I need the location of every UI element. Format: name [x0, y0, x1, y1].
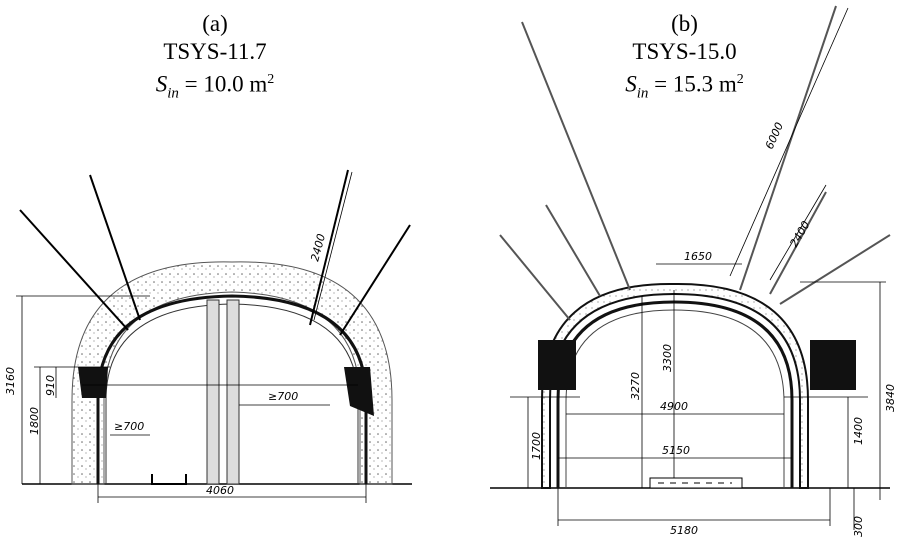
- bolt-right-1: [309, 169, 349, 326]
- panel-a: (a) TSYS-11.7 Sin = 10.0 m2 2400: [0, 0, 430, 540]
- steel-arch: [556, 300, 794, 488]
- dim-h-center: 3300: [661, 344, 674, 372]
- dim-short-bolt: 2400: [787, 219, 812, 250]
- block-left: [78, 367, 108, 398]
- panel-b-area: Sin = 15.3 m2: [625, 71, 744, 102]
- panel-b: (b) TSYS-15.0 Sin = 15.3 m2 6000 2400 16…: [470, 0, 899, 540]
- post-right: [226, 299, 240, 485]
- bolt-r2: [779, 234, 891, 305]
- concrete-lining: [541, 282, 809, 489]
- dim-long-bolt: 6000: [763, 120, 786, 151]
- bolt-l1: [545, 204, 601, 297]
- arch-inner: [565, 309, 785, 488]
- dim-w-base: 5180: [670, 524, 698, 537]
- dim-crown: 1650: [684, 250, 712, 263]
- panel-b-label: (b): [671, 11, 698, 36]
- dim-h-left: 3270: [629, 372, 642, 400]
- dim-side-right: 1400: [852, 417, 865, 445]
- dim-side-left: 1700: [530, 432, 543, 460]
- dim-side-height: 1800: [28, 407, 41, 435]
- post-left: [206, 299, 220, 485]
- bolt-l2: [521, 21, 631, 291]
- dim-width: 4060: [206, 484, 234, 497]
- dim-total-height: 3160: [4, 367, 17, 395]
- dim-clear-left: ≥700: [114, 420, 144, 433]
- dim-w-mid: 5150: [662, 444, 690, 457]
- panel-a-area: Sin = 10.0 m2: [155, 71, 275, 102]
- panel-a-model: TSYS-11.7: [163, 39, 267, 64]
- panel-b-caption: (b) TSYS-15.0 Sin = 15.3 m2: [470, 10, 899, 107]
- dim-w-upper: 4900: [660, 400, 688, 413]
- block-right: [344, 367, 374, 416]
- dim-depth: 300: [852, 516, 865, 537]
- bolt-l3: [499, 234, 571, 321]
- bolt-r-long: [739, 5, 837, 291]
- steel-arch: [96, 294, 368, 484]
- tunnel-section-b: 6000 2400 1650 3270 3300 3840 4900 1700 …: [490, 5, 897, 537]
- concrete-lining: [71, 261, 393, 485]
- panel-a-caption: (a) TSYS-11.7 Sin = 10.0 m2: [0, 10, 430, 107]
- block-right: [810, 340, 856, 390]
- bolt-right-2: [339, 224, 411, 336]
- dim-bolt-length: 2400: [308, 232, 328, 262]
- block-left: [538, 340, 576, 390]
- panel-b-model: TSYS-15.0: [632, 39, 737, 64]
- dim-h-right: 3840: [884, 384, 897, 412]
- bolt-r1: [769, 191, 827, 295]
- dim-clear-right: ≥700: [268, 390, 298, 403]
- tunnel-section-a: 2400 3160 1800 910 ≥700 ≥700 4060: [4, 169, 412, 503]
- bolt-left-1: [19, 209, 129, 331]
- floor-channel: [151, 474, 187, 485]
- dim-mid-height: 910: [44, 375, 57, 396]
- panel-a-label: (a): [202, 11, 228, 36]
